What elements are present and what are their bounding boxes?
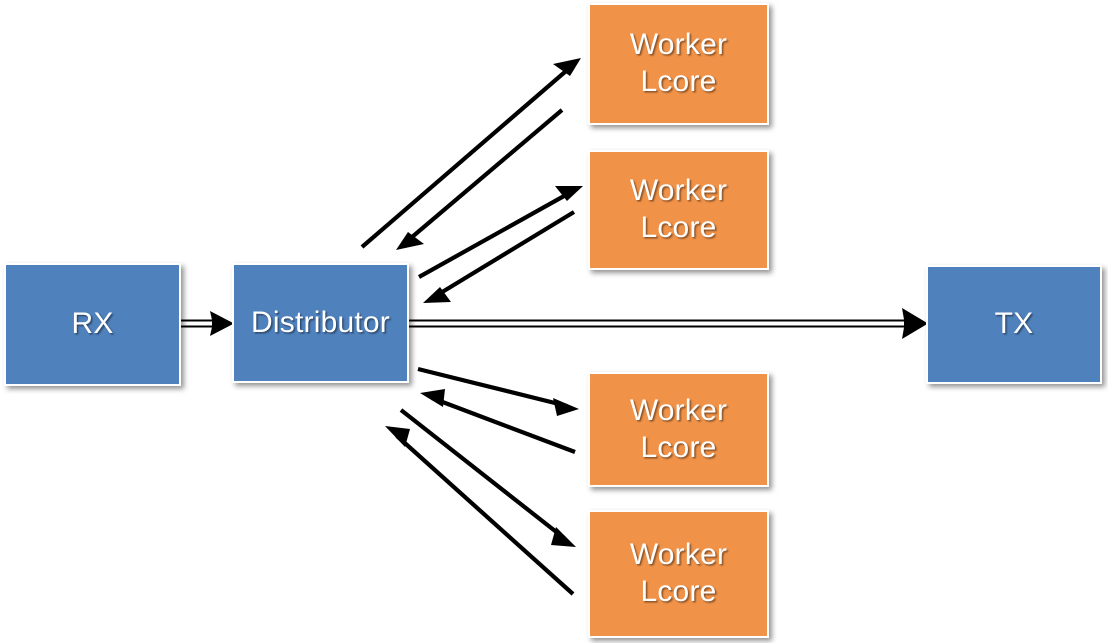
node-worker-lcore-2-label-line1: Worker (629, 174, 728, 208)
node-distributor[interactable]: Distributor (232, 263, 409, 383)
node-worker-lcore-3-label-line2: Lcore (640, 430, 717, 464)
connector-worker-3-to-distributor (420, 389, 576, 454)
node-worker-lcore-1[interactable]: Worker Lcore (588, 3, 769, 125)
node-worker-lcore-3-label-line1: Worker (629, 393, 728, 427)
node-worker-lcore-1-label-line2: Lcore (640, 65, 717, 98)
connector-distributor-to-worker-4 (399, 408, 576, 547)
connector-distributor-to-worker-3 (417, 366, 579, 416)
connector-distributor-to-tx (409, 308, 928, 339)
connector-worker-1-to-distributor (396, 108, 564, 250)
connector-worker-2-to-distributor (423, 210, 576, 303)
connector-rx-to-distributor (181, 311, 234, 336)
connector-worker-4-to-distributor (385, 426, 575, 596)
node-worker-lcore-4[interactable]: Worker Lcore (588, 510, 769, 638)
node-worker-lcore-2-label-line2: Lcore (640, 211, 717, 244)
node-worker-lcore-3[interactable]: Worker Lcore (588, 372, 769, 487)
connector-distributor-to-worker-1 (360, 58, 581, 249)
node-tx[interactable]: TX (926, 265, 1102, 384)
node-rx[interactable]: RX (4, 263, 181, 386)
node-worker-lcore-4-label-line2: Lcore (640, 575, 717, 608)
connector-distributor-to-worker-2 (417, 186, 583, 279)
node-distributor-label: Distributor (251, 305, 390, 339)
node-worker-lcore-4-label-line1: Worker (629, 538, 728, 572)
node-worker-lcore-2[interactable]: Worker Lcore (588, 150, 769, 270)
node-tx-label: TX (994, 307, 1034, 341)
node-worker-lcore-1-label-line1: Worker (629, 28, 728, 62)
node-rx-label: RX (71, 307, 114, 341)
